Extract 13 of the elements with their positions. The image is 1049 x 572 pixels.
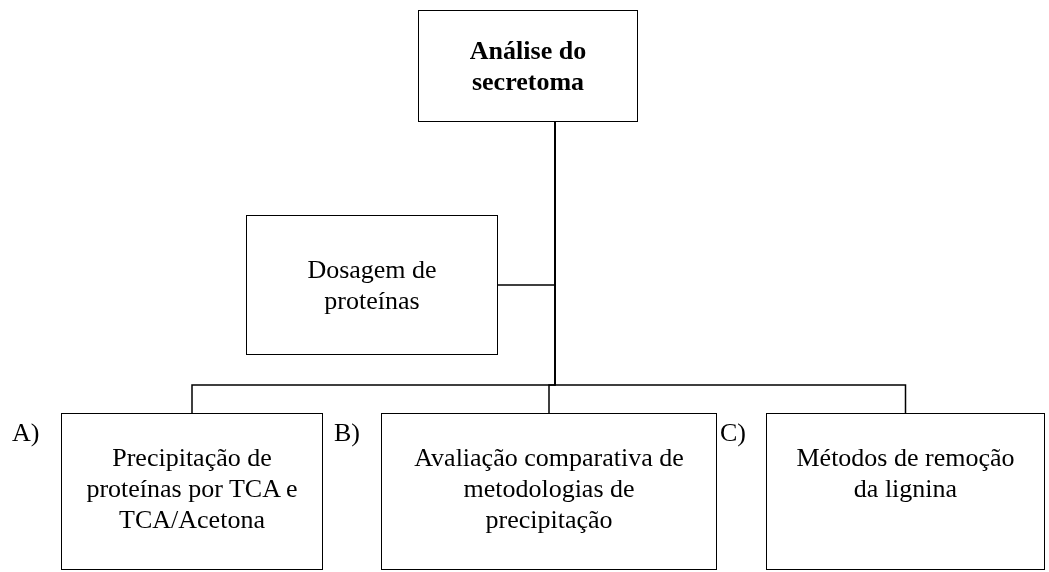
process-box [246,215,498,355]
box-label: Métodos de remoção da lignina [795,442,1016,505]
panel-letter: A) [12,418,40,448]
box-label: Precipitação de proteínas por TCA e TCA/Acetona [85,442,299,536]
box-label: Avaliação comparativa de metodologias de precipitação [413,442,685,536]
process-box [766,413,1045,570]
process-box [381,413,717,570]
process-box [61,413,323,570]
process-box [418,10,638,122]
panel-letter: C) [720,418,746,448]
box-label: Análise do secretoma [468,34,588,98]
panel-letter: B) [334,418,360,448]
box-label: Dosagem de proteínas [306,253,438,317]
